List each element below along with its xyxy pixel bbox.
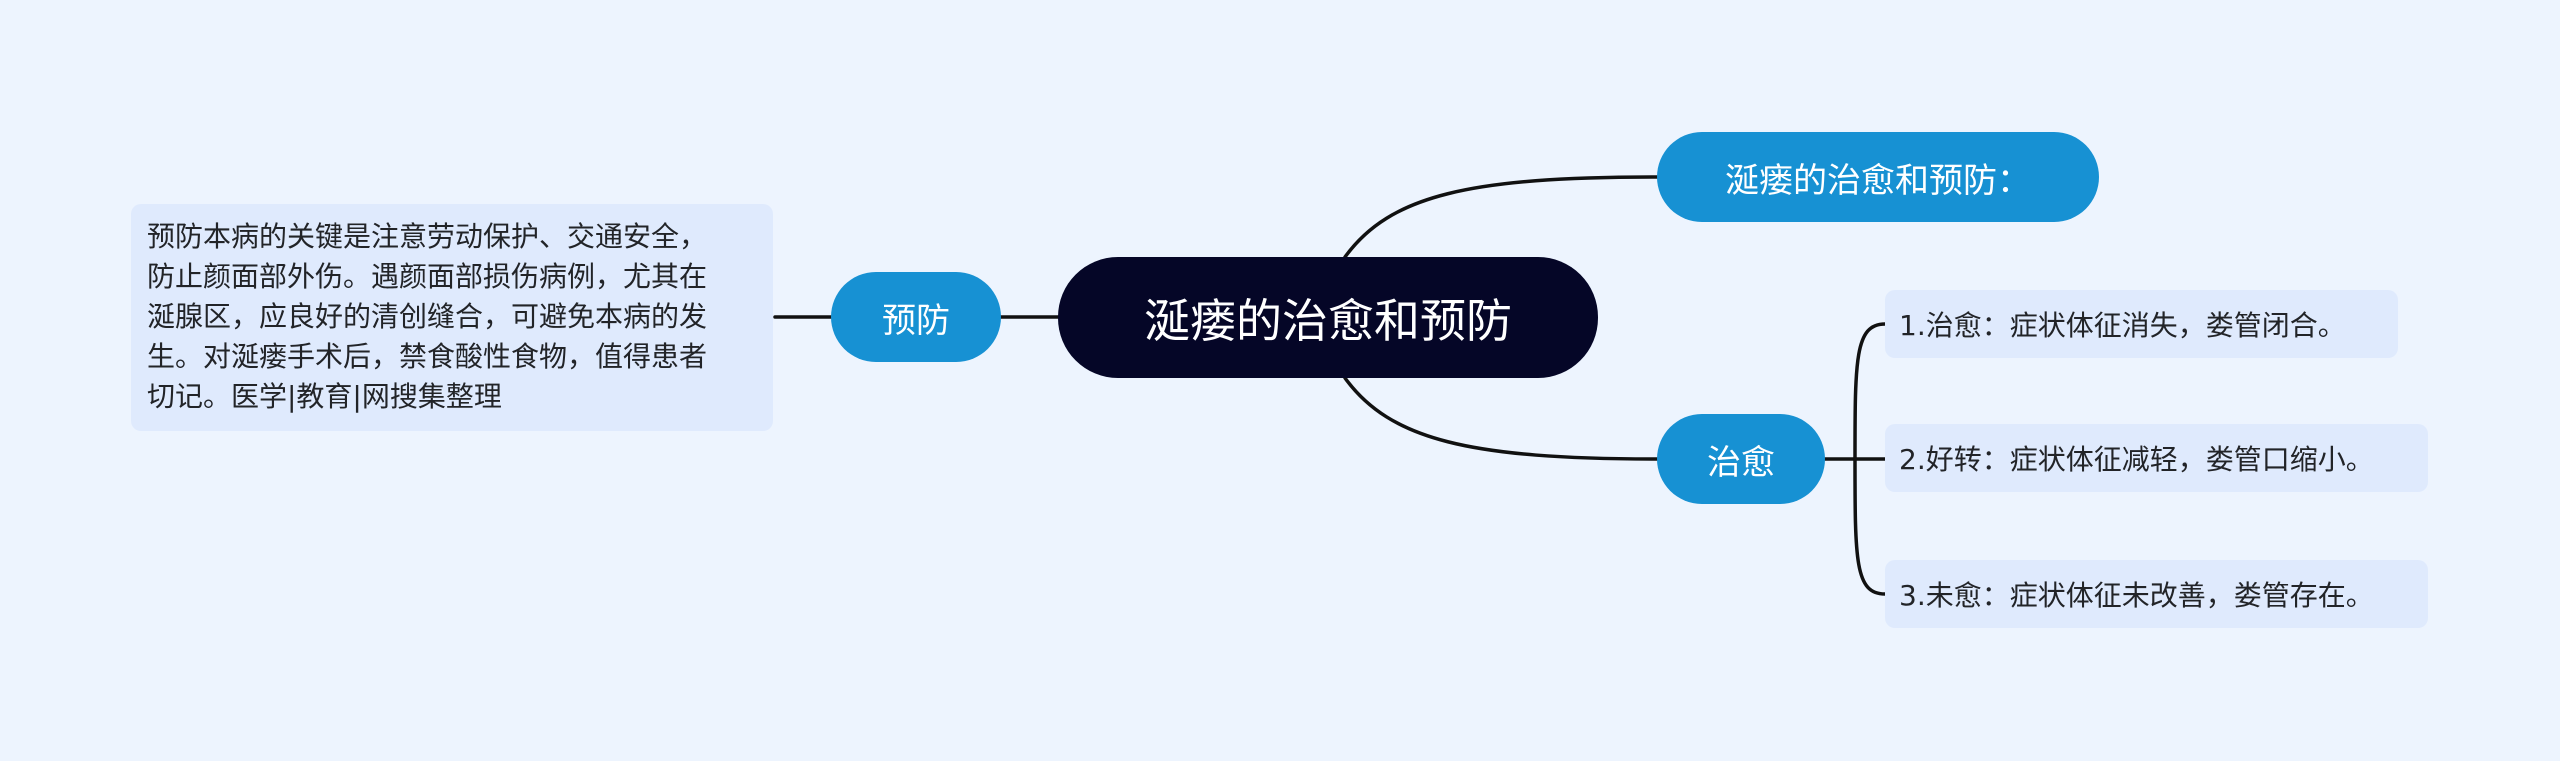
link-root-cure (1343, 376, 1659, 461)
prevention-note[interactable]: 预防本病的关键是注意劳动保护、交通安全， 防止颜面部外伤。遇颜面部损伤病例，尤其… (131, 204, 773, 431)
link-cure-item-1 (1853, 322, 1887, 461)
cure-item-cured[interactable]: 1.治愈：症状体征消失，娄管闭合。 (1885, 290, 2398, 358)
link-cure-item-3 (1853, 457, 1887, 596)
branch-cure-and-prevention[interactable]: 涎瘘的治愈和预防： (1657, 132, 2099, 222)
branch-prevention[interactable]: 预防 (831, 272, 1001, 362)
branch-cure[interactable]: 治愈 (1657, 414, 1825, 504)
root-topic[interactable]: 涎瘘的治愈和预防 (1058, 257, 1598, 378)
cure-item-not-cured[interactable]: 3.未愈：症状体征未改善，娄管存在。 (1885, 560, 2428, 628)
cure-item-improved[interactable]: 2.好转：症状体征减轻，娄管口缩小。 (1885, 424, 2428, 492)
link-root-top (1343, 175, 1659, 259)
